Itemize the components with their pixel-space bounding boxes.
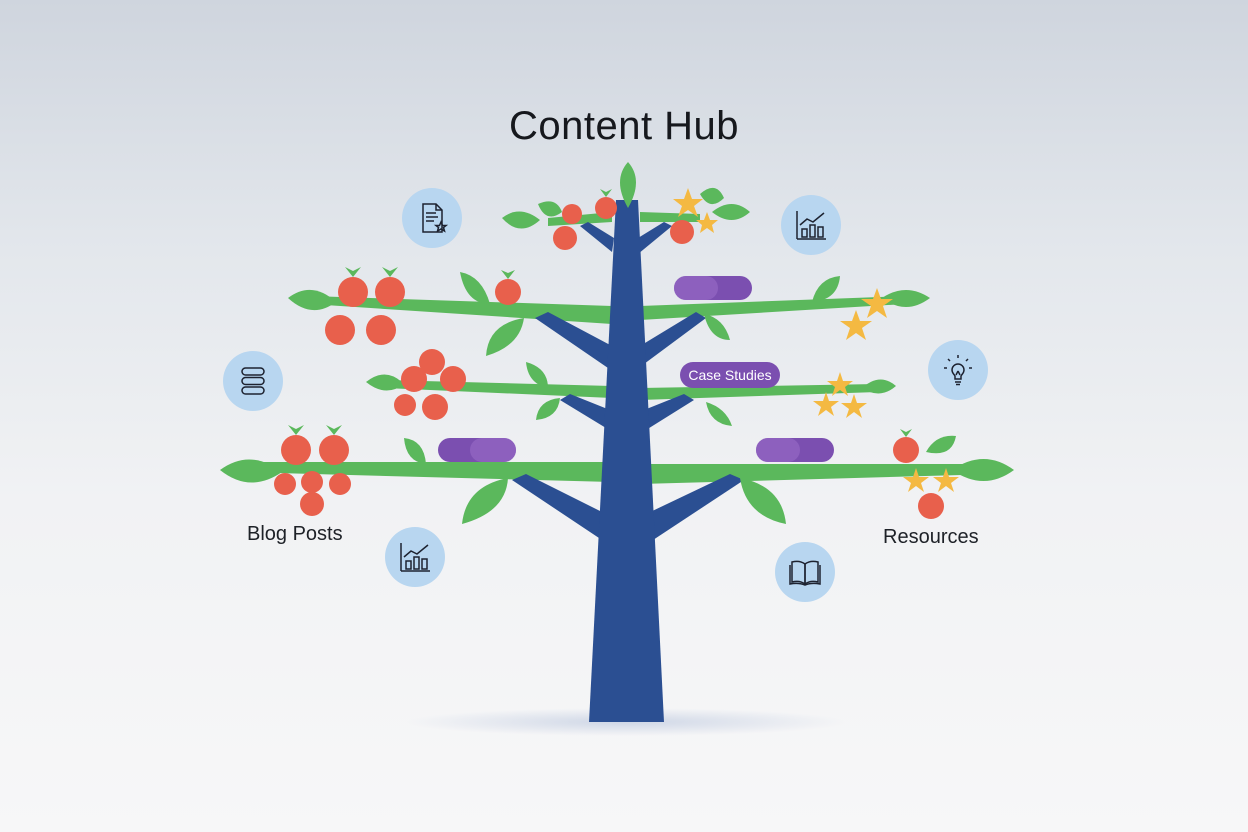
chart-icon: [781, 195, 841, 255]
fruits: [274, 197, 944, 519]
pills: Case Studies: [438, 276, 834, 462]
stars: [673, 188, 959, 492]
blue-branches: [512, 222, 744, 542]
branch-lower-left: [238, 462, 612, 482]
pill-case-studies-label: Case Studies: [688, 367, 771, 383]
leaves: [220, 162, 1014, 524]
chart-icon: [385, 527, 445, 587]
book-icon: [775, 542, 835, 602]
database-icon: [223, 351, 283, 411]
label-resources: Resources: [883, 526, 979, 548]
tree-trunk: [589, 200, 664, 722]
label-blog-posts: Blog Posts: [247, 523, 343, 545]
fruit-stems: [288, 189, 912, 437]
branch-top-right: [640, 212, 700, 222]
document-star-icon: [402, 188, 462, 248]
lightbulb-icon: [928, 340, 988, 400]
pill-case-studies: [680, 362, 780, 388]
branch-upper-right: [640, 296, 905, 320]
diagram-title: Content Hub: [508, 104, 740, 148]
